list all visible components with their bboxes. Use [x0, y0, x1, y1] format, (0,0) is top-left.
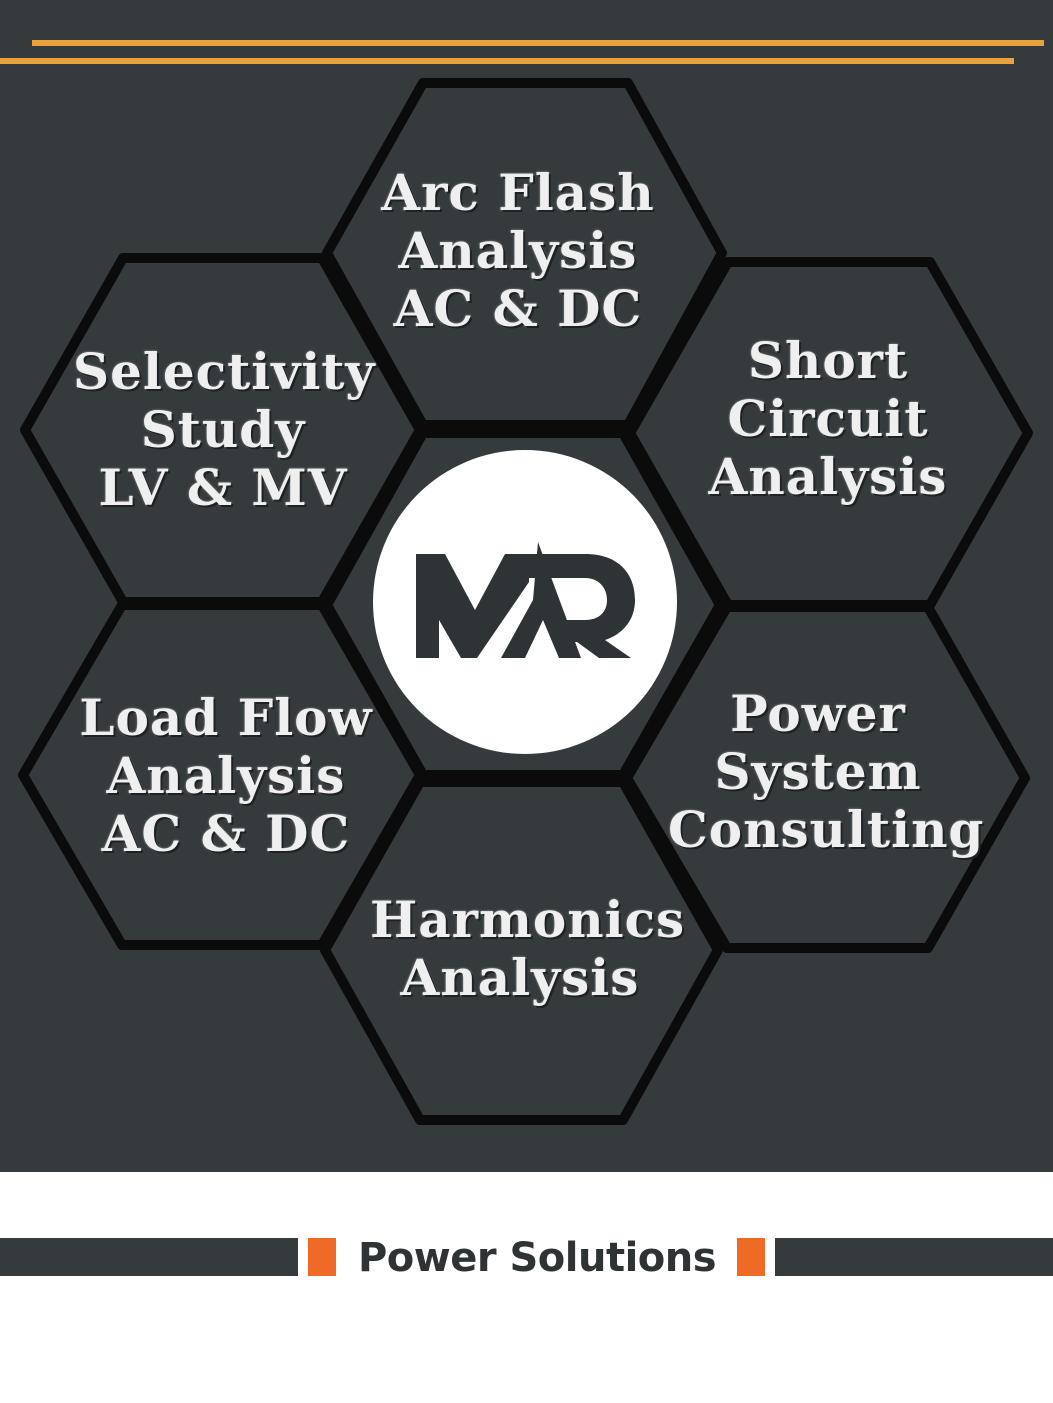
service-line: Power [730, 684, 906, 743]
service-label-harmonics: Harmonics Analysis [370, 890, 686, 1007]
service-line: Arc Flash [381, 163, 655, 222]
footer-title: Power Solutions [357, 1235, 717, 1281]
service-line: Analysis [400, 948, 640, 1007]
service-label-load-flow: Load Flow Analysis AC & DC [76, 689, 376, 863]
logo [373, 450, 677, 754]
service-label-selectivity: Selectivity Study LV & MV [73, 342, 376, 517]
logo-letter-r [529, 554, 635, 658]
service-line: Circuit [727, 389, 929, 448]
service-line: Study [140, 400, 306, 459]
hex-load-flow [18, 600, 425, 950]
service-line: Short [747, 331, 909, 390]
mr-logo-mark [416, 542, 635, 658]
footer-accent-square-right [737, 1238, 765, 1276]
service-line: AC & DC [393, 279, 643, 338]
hex-power-system [622, 602, 1030, 953]
service-line: Harmonics [370, 890, 686, 949]
accent-line-bottom [0, 58, 1014, 64]
service-line: System [714, 742, 922, 801]
accent-line-top [32, 40, 1044, 46]
service-line: Analysis [398, 221, 638, 280]
lightning-bolt-icon [501, 542, 581, 658]
footer-bar-right [775, 1238, 1053, 1276]
service-line: Analysis [708, 447, 948, 506]
footer-bar-left [0, 1238, 298, 1276]
service-line: Consulting [668, 800, 985, 859]
footer-accent-square-left [308, 1238, 336, 1276]
service-label-arc-flash: Arc Flash Analysis AC & DC [368, 164, 668, 338]
service-line: LV & MV [98, 458, 348, 517]
service-line: Selectivity [73, 342, 376, 401]
service-label-power-system: Power System Consulting [668, 684, 985, 859]
logo-letter-m [416, 554, 529, 658]
service-label-short-circuit: Short Circuit Analysis [678, 332, 978, 506]
service-line: AC & DC [101, 804, 351, 863]
service-line: Analysis [106, 746, 346, 805]
hex-arc-flash [322, 78, 727, 430]
service-line: Load Flow [79, 688, 373, 747]
hex-harmonics [320, 777, 723, 1125]
